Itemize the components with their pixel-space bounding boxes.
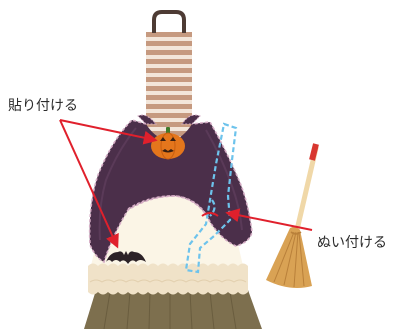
- hanger-icon: [152, 10, 186, 33]
- paste-label: 貼り付ける: [8, 98, 78, 114]
- lace-hem: [88, 263, 248, 295]
- cape: [88, 114, 253, 264]
- pattern-outline: [184, 122, 238, 274]
- stitch-mark: [201, 212, 219, 217]
- cardboard-head: [146, 32, 192, 136]
- sew-label: ぬい付ける: [317, 235, 387, 251]
- arrow-to-stitch: [225, 208, 313, 231]
- broom-icon: [266, 143, 319, 288]
- pumpkin-icon: [151, 127, 185, 160]
- skirt: [84, 290, 262, 329]
- arrow-to-pumpkin: [59, 119, 158, 145]
- bat-icon: [106, 251, 146, 264]
- arrow-to-bat: [59, 119, 119, 249]
